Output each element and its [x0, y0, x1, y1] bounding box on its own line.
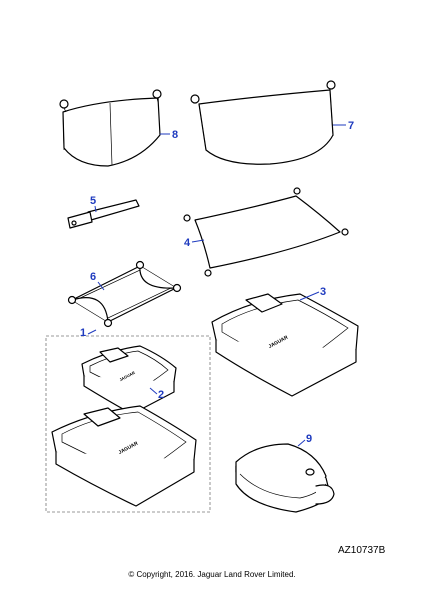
part-5-retaining-strap [67, 199, 140, 229]
part-6-luggage-retainer [67, 260, 182, 328]
callout-label: 7 [348, 120, 354, 132]
part-7-large-storage-net [190, 80, 336, 165]
callout-5: 5 [90, 195, 97, 213]
callout-1: 1 [80, 327, 97, 339]
part-9-storage-case [235, 443, 335, 513]
callout-3: 3 [299, 286, 326, 301]
reference-code: AZ10737B [338, 545, 386, 556]
callout-4: 4 [184, 237, 205, 249]
callout-label: 6 [90, 271, 96, 283]
callout-7: 7 [333, 120, 354, 132]
callout-2: 2 [149, 387, 164, 401]
callout-6: 6 [90, 271, 105, 291]
callout-label: 8 [172, 129, 178, 141]
callout-label: 3 [320, 286, 326, 298]
part-3-luggage-tray: JAGUAR [211, 293, 359, 397]
callout-label: 5 [90, 195, 96, 207]
callout-label: 1 [80, 327, 86, 339]
callout-label: 4 [184, 237, 191, 249]
callout-9: 9 [297, 433, 312, 447]
copyright-notice: © Copyright, 2016. Jaguar Land Rover Lim… [128, 570, 296, 579]
callout-label: 2 [158, 389, 164, 401]
part-1-kit-tray: JAGUAR [51, 405, 197, 507]
part-8-small-storage-net [59, 89, 162, 167]
kit-grouping-box [45, 335, 211, 513]
part-4-floor-net [183, 187, 349, 277]
callout-label: 9 [306, 433, 312, 445]
part-2-small-tray: JAGUAR [81, 345, 177, 415]
callout-8: 8 [160, 129, 178, 141]
